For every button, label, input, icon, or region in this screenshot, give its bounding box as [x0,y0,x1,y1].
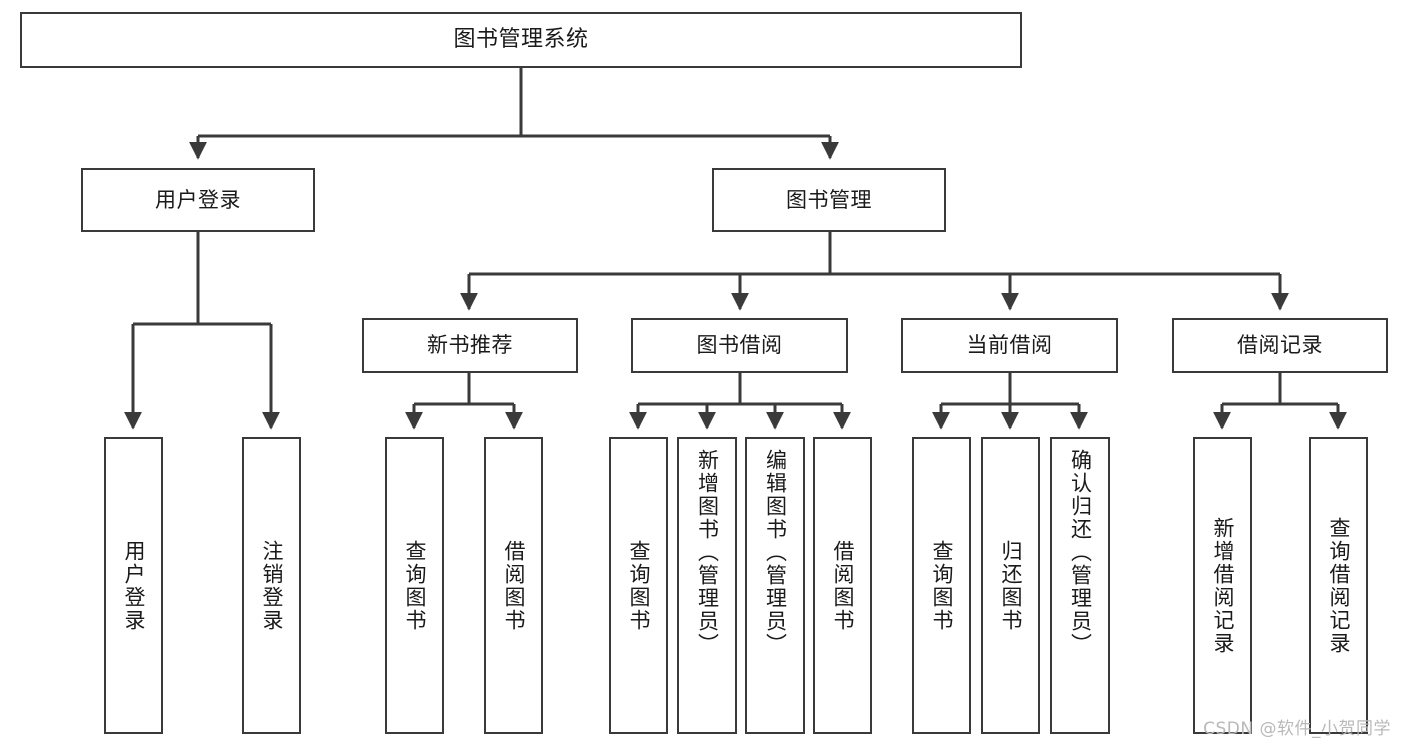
node-book-borrow[interactable]: 图书借阅 [631,318,848,373]
leaf-add-book-admin[interactable]: 新增图书（管理员） [677,437,737,734]
leaf-user-login[interactable]: 用户登录 [104,437,163,734]
leaf-query-book-borrow[interactable]: 查询图书 [609,437,668,734]
leaf-confirm-return-admin[interactable]: 确认归还（管理员） [1050,437,1110,734]
node-label: 查询图书 [627,539,651,632]
node-label: 图书管理 [786,187,872,212]
leaf-add-borrow-record[interactable]: 新增借阅记录 [1193,437,1252,734]
leaf-query-borrow-record[interactable]: 查询借阅记录 [1309,437,1368,734]
node-root-system[interactable]: 图书管理系统 [20,12,1022,68]
node-label: 查询借阅记录 [1327,516,1351,655]
node-label: 图书借阅 [696,333,783,358]
node-label: 新增借阅记录 [1211,516,1235,655]
node-new-book-recommend[interactable]: 新书推荐 [362,318,578,373]
leaf-borrow-book-recommend[interactable]: 借阅图书 [484,437,543,734]
node-user-login[interactable]: 用户登录 [81,168,315,232]
node-label: 借阅图书 [502,539,526,632]
node-label: 借阅记录 [1237,333,1323,358]
node-label: 用户登录 [122,539,146,632]
leaf-query-book-current[interactable]: 查询图书 [912,437,971,734]
node-label: 当前借阅 [966,333,1053,358]
node-book-management[interactable]: 图书管理 [712,168,946,232]
leaf-logout[interactable]: 注销登录 [242,437,301,734]
node-label: 新增图书（管理员） [695,449,720,656]
node-label: 归还图书 [999,539,1023,632]
node-label: 查询图书 [930,539,954,632]
node-label: 借阅图书 [831,539,855,632]
leaf-borrow-book[interactable]: 借阅图书 [813,437,872,734]
leaf-query-book-recommend[interactable]: 查询图书 [385,437,444,734]
node-label: 编辑图书（管理员） [763,449,788,656]
node-label: 确认归还（管理员） [1068,449,1093,656]
node-label: 查询图书 [403,539,427,632]
node-label: 注销登录 [260,539,284,632]
node-label: 图书管理系统 [453,27,589,53]
node-borrow-record[interactable]: 借阅记录 [1172,318,1388,373]
node-current-borrow[interactable]: 当前借阅 [901,318,1118,373]
node-label: 新书推荐 [427,333,513,358]
leaf-return-book[interactable]: 归还图书 [981,437,1040,734]
leaf-edit-book-admin[interactable]: 编辑图书（管理员） [745,437,805,734]
node-label: 用户登录 [155,187,241,212]
